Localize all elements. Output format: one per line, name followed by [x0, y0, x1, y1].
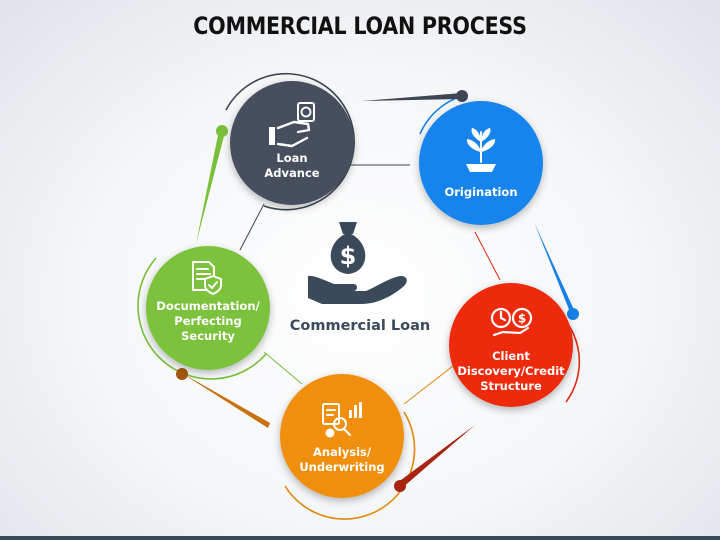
connector-thin-client	[403, 365, 454, 405]
step-analysis[interactable]: Analysis/Underwriting	[280, 374, 404, 498]
connector-analysis-documentation	[180, 372, 270, 428]
connectors	[176, 90, 579, 492]
connector-origination-client	[534, 222, 575, 312]
step-label-analysis: Analysis/Underwriting	[299, 445, 384, 474]
plant-growth-icon	[466, 128, 496, 172]
step-circle-loan-advance	[230, 81, 354, 205]
center-commercial-loan: $ Commercial Loan	[290, 222, 430, 334]
analytics-search-icon	[322, 402, 362, 438]
ring-loan-advance	[225, 72, 355, 211]
bottom-bar	[0, 536, 720, 540]
connector-thin-analysis	[263, 351, 303, 385]
svg-text:$: $	[518, 312, 526, 326]
connector-dot-documentation	[216, 125, 228, 137]
hand-money-icon	[269, 102, 315, 148]
connector-dot-origination	[567, 308, 579, 320]
ring-analysis	[284, 411, 416, 520]
step-circle-client-discovery	[449, 283, 573, 407]
connector-loan-origination	[362, 93, 462, 101]
step-label-origination: Origination	[444, 185, 517, 199]
step-circle-documentation	[146, 246, 270, 370]
step-circle-analysis	[280, 374, 404, 498]
clock-dollar-icon: $	[490, 307, 533, 337]
connector-dot-analysis	[176, 368, 188, 380]
money-bag-hand-icon: $	[308, 222, 407, 304]
connector-thin-documentation	[239, 203, 265, 251]
connector-client-analysis	[397, 425, 475, 488]
connector-dot-client	[394, 480, 406, 492]
secure-document-icon	[192, 261, 222, 295]
center-label: Commercial Loan	[290, 318, 430, 334]
connector-documentation-loan	[196, 130, 225, 244]
ring-documentation	[137, 257, 267, 380]
connector-thin-origination	[474, 231, 501, 281]
connector-dot-loan	[456, 90, 468, 102]
svg-text:$: $	[340, 242, 357, 270]
page-title: COMMERCIAL LOAN PROCESS	[193, 12, 527, 40]
step-origination[interactable]: Origination	[419, 101, 543, 225]
